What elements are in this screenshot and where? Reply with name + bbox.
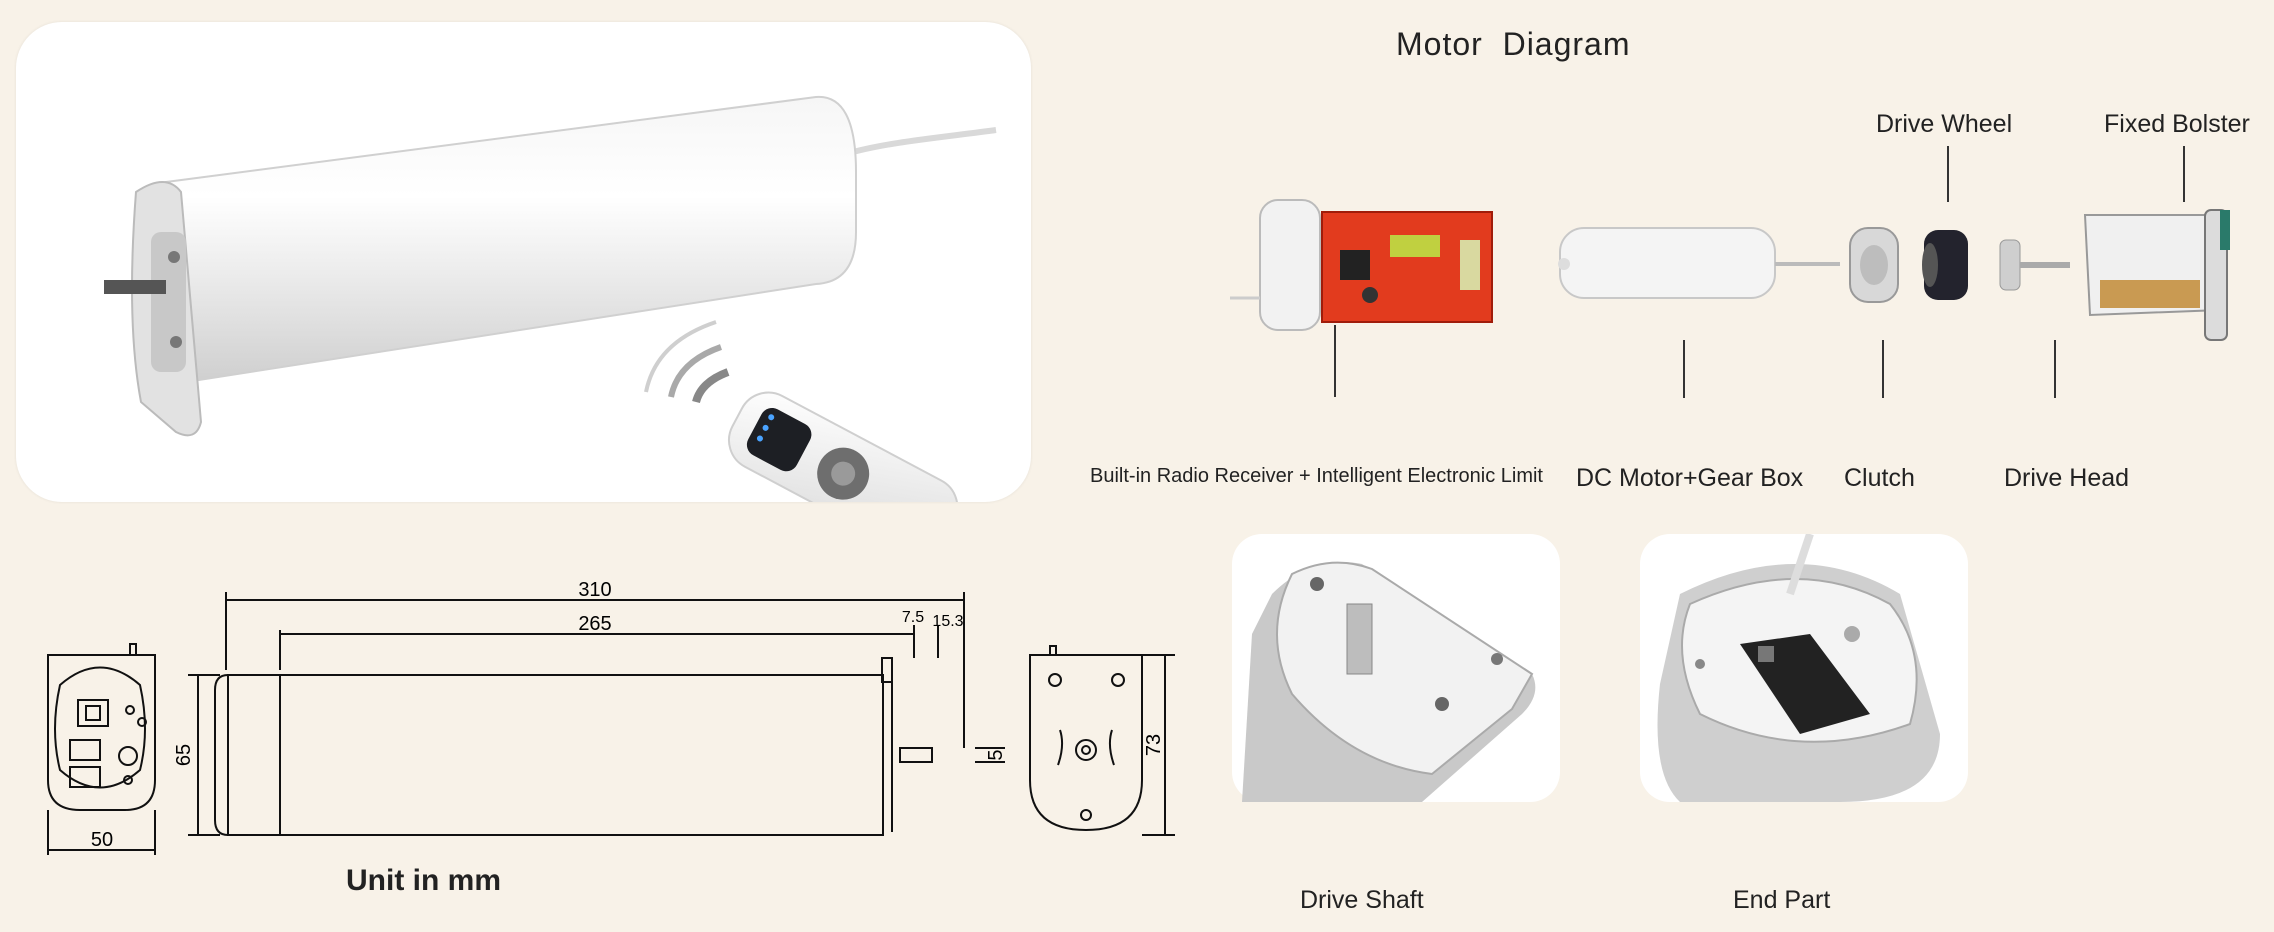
leader-clutch [1882, 340, 1884, 398]
dim-end-height: 73 [1143, 734, 1165, 756]
motor-part [1558, 227, 1840, 299]
label-drive-head: Drive Head [2004, 464, 2130, 492]
leader-receiver [1334, 325, 1336, 397]
dim-height: 65 [173, 744, 195, 766]
dim-shaft: 5 [985, 749, 1007, 760]
leader-drive-wheel [1947, 146, 1949, 202]
leader-fixed-bolster [2183, 146, 2185, 202]
leader-motor [1683, 340, 1685, 398]
label-motor-gearbox: DC Motor+Gear Box [1576, 464, 1804, 492]
product-photo-card [16, 22, 1031, 556]
label-end-part: End Part [1733, 886, 1831, 914]
fixed-bolster-part [2083, 209, 2230, 341]
motor-and-remote-illustration [104, 95, 997, 556]
label-drive-shaft: Drive Shaft [1300, 886, 1424, 914]
side-view-body [227, 674, 884, 836]
drive-wheel-part [1922, 230, 1968, 300]
right-end-view [1029, 654, 1143, 832]
technical-drawing: 310 265 7.5 15.3 65 5 50 73 [47, 579, 1175, 855]
left-end-view [47, 654, 156, 811]
end-part-photo [1640, 532, 1968, 802]
receiver-part [1230, 199, 1493, 331]
label-receiver: Built-in Radio Receiver + Intelligent El… [1090, 465, 1543, 487]
dim-overall-length: 310 [578, 579, 611, 601]
diagram-title: Motor Diagram [1396, 26, 1631, 62]
unit-note: Unit in mm [346, 864, 501, 897]
label-fixed-bolster: Fixed Bolster [2104, 110, 2250, 138]
leader-drive-head [2054, 340, 2056, 398]
clutch-part [1849, 227, 1899, 303]
dim-body-length: 265 [578, 613, 611, 635]
dim-d2: 15.3 [932, 613, 963, 630]
drive-head-part [1999, 239, 2070, 291]
drive-shaft-photo [1232, 534, 1560, 802]
dim-d1: 7.5 [902, 609, 924, 626]
dim-width: 50 [91, 829, 113, 851]
exploded-parts-illustration [1230, 199, 2230, 341]
label-drive-wheel: Drive Wheel [1876, 110, 2013, 138]
label-clutch: Clutch [1844, 464, 1915, 492]
